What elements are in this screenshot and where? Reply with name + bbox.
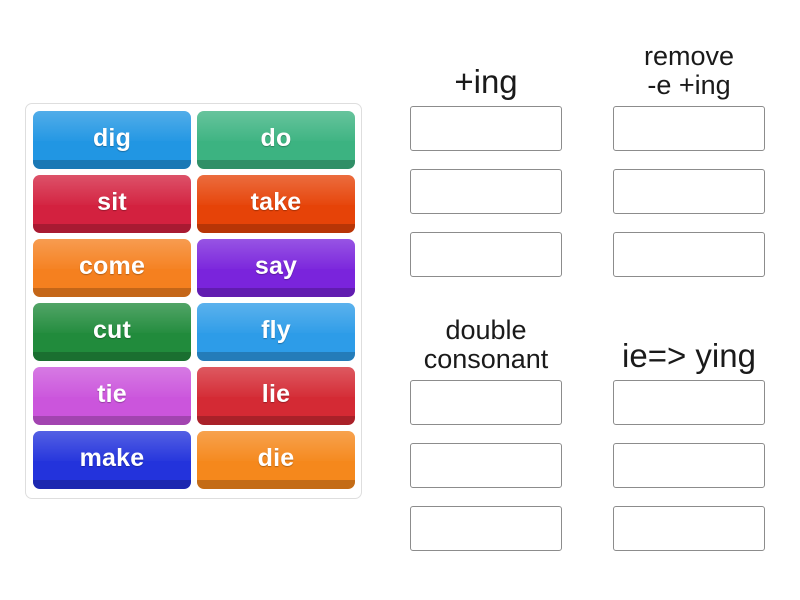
dropzone-list — [410, 380, 562, 551]
word-tile[interactable]: lie — [197, 367, 355, 425]
word-tile-label: sit — [97, 188, 127, 216]
word-tile[interactable]: fly — [197, 303, 355, 361]
word-tile-label: take — [250, 188, 302, 216]
dropzone[interactable] — [613, 506, 765, 551]
dropzone[interactable] — [410, 169, 562, 214]
word-tile-label: say — [254, 252, 298, 280]
word-tile-label: die — [257, 444, 295, 472]
dropzone[interactable] — [613, 106, 765, 151]
word-tile[interactable]: tie — [33, 367, 191, 425]
dropzone-list — [613, 106, 765, 277]
dropzone[interactable] — [410, 232, 562, 277]
word-tile[interactable]: take — [197, 175, 355, 233]
category-column-ie-to-ying: ie=> ying — [613, 306, 765, 551]
word-tile-label: fly — [261, 316, 291, 344]
dropzone[interactable] — [410, 106, 562, 151]
dropzone-list — [613, 380, 765, 551]
word-tile[interactable]: dig — [33, 111, 191, 169]
word-tile-label: lie — [261, 380, 291, 408]
dropzone[interactable] — [613, 169, 765, 214]
word-tile[interactable]: die — [197, 431, 355, 489]
dropzone[interactable] — [410, 443, 562, 488]
word-tile[interactable]: come — [33, 239, 191, 297]
category-column-plus-ing: +ing — [410, 26, 562, 277]
word-tile[interactable]: make — [33, 431, 191, 489]
word-tile-tray: dig do sit take come say cut fly — [25, 103, 362, 499]
word-tile[interactable]: say — [197, 239, 355, 297]
word-tile-grid: dig do sit take come say cut fly — [33, 111, 355, 489]
category-column-double-consonant: double consonant — [410, 306, 562, 551]
category-title: ie=> ying — [622, 337, 756, 375]
category-column-remove-e-plus-ing: remove -e +ing — [613, 26, 765, 277]
dropzone[interactable] — [410, 506, 562, 551]
word-tile-label: make — [79, 444, 145, 472]
word-tile-label: come — [78, 252, 146, 280]
category-title: double consonant — [423, 314, 549, 374]
word-tile-label: tie — [97, 380, 127, 408]
word-tile[interactable]: sit — [33, 175, 191, 233]
dropzone-list — [410, 106, 562, 277]
word-tile-label: dig — [92, 124, 132, 152]
word-tile-label: cut — [92, 316, 132, 344]
word-tile-label: do — [260, 124, 292, 152]
dropzone[interactable] — [613, 380, 765, 425]
word-tile[interactable]: do — [197, 111, 355, 169]
dropzone[interactable] — [613, 232, 765, 277]
dropzone[interactable] — [410, 380, 562, 425]
category-title: remove -e +ing — [643, 40, 735, 100]
dropzone[interactable] — [613, 443, 765, 488]
word-tile[interactable]: cut — [33, 303, 191, 361]
category-title: +ing — [454, 63, 518, 101]
